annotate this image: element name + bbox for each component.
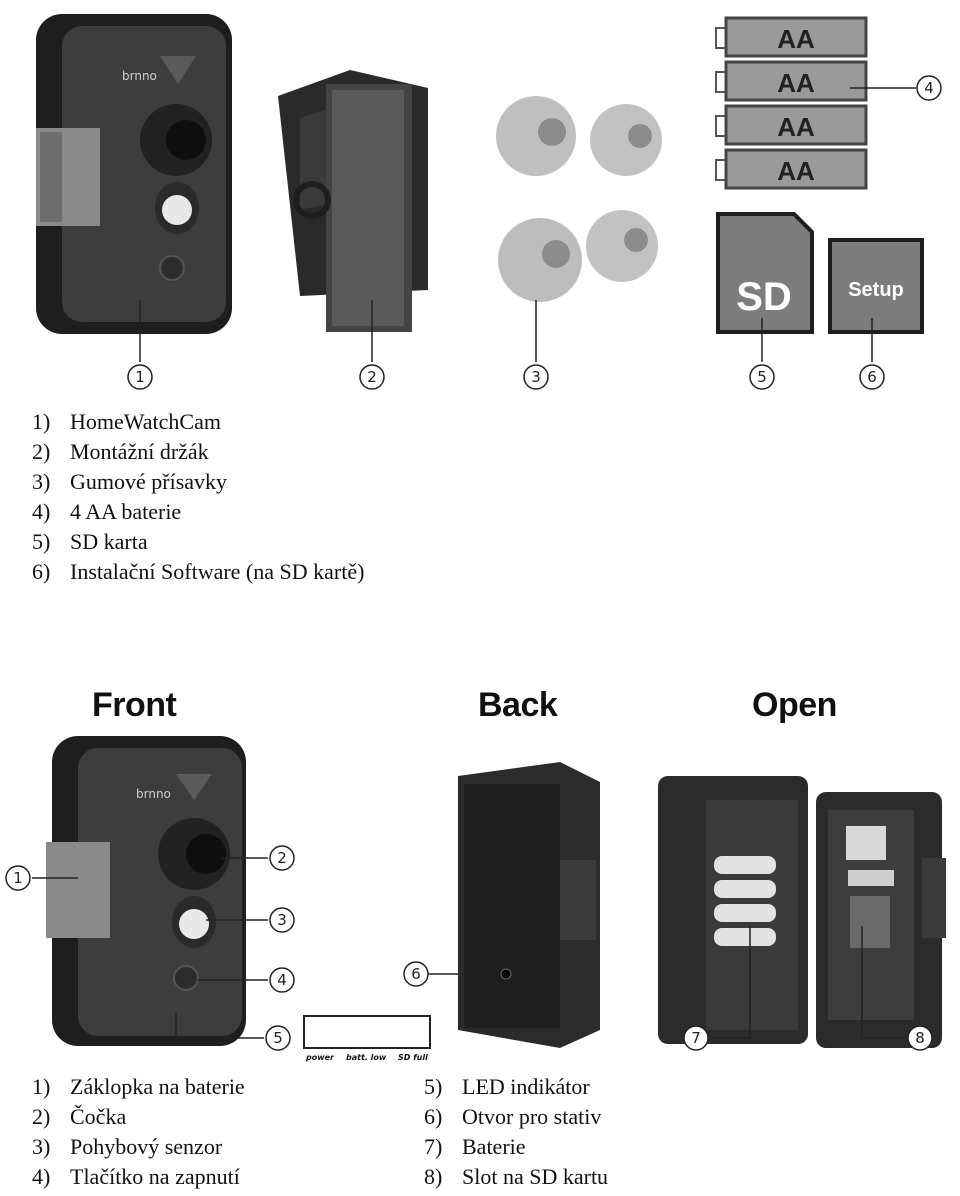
list-item: 6)Instalační Software (na SD kartě) <box>32 559 365 584</box>
list-item: 6)Otvor pro stativ <box>424 1104 602 1129</box>
callout-2: 2 <box>367 368 377 386</box>
setup-label: Setup <box>848 279 904 301</box>
camera-open-view <box>658 776 946 1048</box>
led-indicator-panel: power batt. low SD full <box>303 1015 431 1062</box>
callout-5: 5 <box>757 368 767 386</box>
list-item: 1)Záklopka na baterie <box>32 1074 245 1099</box>
suction-cups-image <box>496 96 662 302</box>
back-view-heading: Back <box>478 686 558 724</box>
setup-software-image: Setup <box>828 238 924 334</box>
callout-4: 4 <box>924 79 934 97</box>
camera-back-view <box>458 762 600 1048</box>
callout-5: 5 <box>273 1029 283 1047</box>
list-item: 2)Montážní držák <box>32 439 209 464</box>
list-item: 5)LED indikátor <box>424 1074 590 1099</box>
mount-bracket-image <box>278 70 428 332</box>
camera-front-view: brnno <box>46 736 246 1046</box>
callout-3: 3 <box>277 911 287 929</box>
batteries-image: AA AA AA AA <box>715 16 868 190</box>
brand-logo: brnno <box>136 787 171 801</box>
parts-list-right: 5)LED indikátor 6)Otvor pro stativ 7)Bat… <box>424 1072 608 1192</box>
brand-logo: brnno <box>122 69 157 83</box>
list-item: 4)Tlačítko na zapnutí <box>32 1164 240 1189</box>
sd-card-label: SD <box>736 275 792 319</box>
list-item: 1)HomeWatchCam <box>32 409 221 434</box>
list-item: 5)SD karta <box>32 529 148 554</box>
led-label-power: power <box>305 1053 335 1062</box>
led-label-sd-full: SD full <box>398 1053 428 1062</box>
callout-6: 6 <box>411 965 421 983</box>
callout-8: 8 <box>915 1029 925 1047</box>
callout-2: 2 <box>277 849 287 867</box>
list-item: 7)Baterie <box>424 1134 526 1159</box>
callout-4: 4 <box>277 971 287 989</box>
list-item: 8)Slot na SD kartu <box>424 1164 609 1189</box>
package-contents-list: 1)HomeWatchCam 2)Montážní držák 3)Gumové… <box>32 407 364 587</box>
battery-label: AA <box>777 156 815 186</box>
callout-1: 1 <box>135 368 145 386</box>
led-label-batt-low: batt. low <box>346 1053 387 1062</box>
callout-6: 6 <box>867 368 877 386</box>
battery-label: AA <box>777 24 815 54</box>
open-view-heading: Open <box>752 686 837 724</box>
parts-list-left: 1)Záklopka na baterie 2)Čočka 3)Pohybový… <box>32 1072 245 1192</box>
camera-front-image: brnno <box>36 14 232 334</box>
callout-1: 1 <box>13 869 23 887</box>
list-item: 3)Gumové přísavky <box>32 469 228 494</box>
list-item: 4)4 AA baterie <box>32 499 182 524</box>
list-item: 2)Čočka <box>32 1104 127 1129</box>
battery-label: AA <box>777 68 815 98</box>
front-view-heading: Front <box>92 686 177 724</box>
callout-7: 7 <box>691 1029 701 1047</box>
device-views-illustration: brnno power batt. low SD full <box>5 736 946 1062</box>
battery-label: AA <box>777 112 815 142</box>
sd-card-image: SD <box>716 212 814 334</box>
callout-3: 3 <box>531 368 541 386</box>
package-contents-illustration: brnno AA AA <box>36 14 942 390</box>
list-item: 3)Pohybový senzor <box>32 1134 223 1159</box>
